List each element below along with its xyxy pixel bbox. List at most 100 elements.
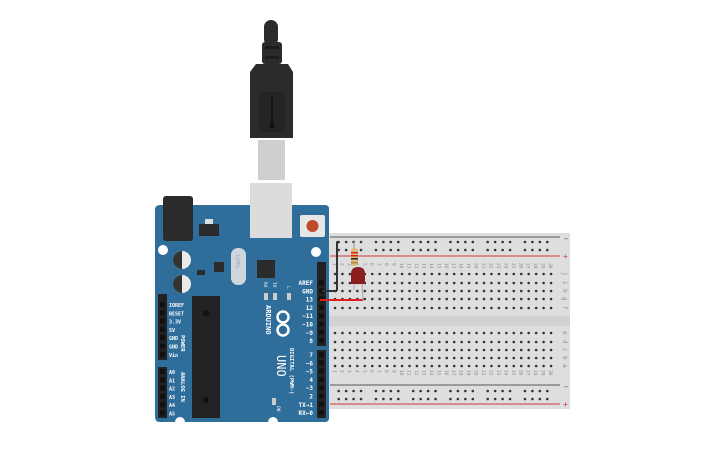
breadboard-hole[interactable] [356, 306, 359, 310]
breadboard-hole[interactable] [348, 348, 352, 352]
breadboard-hole[interactable] [467, 297, 471, 301]
breadboard-hole[interactable] [512, 340, 516, 344]
rail-hole[interactable] [464, 389, 467, 393]
rail-hole[interactable] [523, 240, 527, 244]
header-pin[interactable] [160, 377, 165, 383]
rail-hole[interactable] [471, 397, 475, 401]
rail-hole[interactable] [531, 389, 534, 393]
breadboard-hole[interactable] [475, 306, 478, 310]
breadboard-hole[interactable] [497, 331, 501, 335]
breadboard-hole[interactable] [527, 297, 530, 301]
breadboard-hole[interactable] [408, 297, 411, 301]
header-pin[interactable] [319, 321, 324, 327]
rail-hole[interactable] [471, 389, 475, 393]
rail-hole[interactable] [471, 248, 475, 252]
breadboard-hole[interactable] [542, 340, 545, 344]
rail-hole[interactable] [419, 389, 422, 393]
rail-hole[interactable] [374, 248, 378, 252]
breadboard-hole[interactable] [333, 364, 337, 368]
breadboard-hole[interactable] [452, 348, 456, 352]
breadboard-hole[interactable] [519, 297, 523, 301]
breadboard-hole[interactable] [505, 297, 508, 301]
breadboard-hole[interactable] [460, 306, 463, 310]
breadboard-hole[interactable] [378, 340, 382, 344]
breadboard-hole[interactable] [460, 289, 463, 293]
breadboard-hole[interactable] [393, 297, 396, 301]
breadboard-hole[interactable] [333, 306, 337, 310]
rail-hole[interactable] [359, 248, 363, 252]
breadboard-hole[interactable] [505, 340, 508, 344]
breadboard-hole[interactable] [512, 289, 516, 293]
breadboard-hole[interactable] [482, 289, 486, 293]
rail-hole[interactable] [523, 397, 527, 401]
breadboard-hole[interactable] [490, 364, 493, 368]
rail-hole[interactable] [389, 240, 393, 244]
breadboard-hole[interactable] [341, 364, 344, 368]
rail-hole[interactable] [337, 240, 341, 244]
breadboard-hole[interactable] [370, 331, 374, 335]
rail-hole[interactable] [434, 240, 437, 244]
breadboard-hole[interactable] [423, 340, 426, 344]
breadboard-hole[interactable] [408, 364, 411, 368]
rail-hole[interactable] [546, 240, 549, 244]
breadboard-hole[interactable] [378, 348, 382, 352]
breadboard-hole[interactable] [482, 272, 486, 276]
reset-button-cap[interactable] [306, 220, 319, 232]
breadboard-hole[interactable] [430, 356, 434, 360]
breadboard-hole[interactable] [385, 364, 389, 368]
breadboard-hole[interactable] [445, 289, 449, 293]
breadboard-hole[interactable] [452, 272, 456, 276]
breadboard-hole[interactable] [400, 356, 404, 360]
breadboard-hole[interactable] [452, 297, 456, 301]
breadboard-hole[interactable] [370, 356, 374, 360]
rail-hole[interactable] [456, 248, 460, 252]
breadboard-hole[interactable] [534, 289, 538, 293]
breadboard-hole[interactable] [445, 356, 449, 360]
breadboard-hole[interactable] [393, 306, 396, 310]
header-pin[interactable] [160, 343, 165, 349]
breadboard-hole[interactable] [542, 297, 545, 301]
breadboard-hole[interactable] [370, 348, 374, 352]
breadboard-hole[interactable] [452, 356, 456, 360]
rail-hole[interactable] [493, 397, 497, 401]
breadboard-hole[interactable] [482, 340, 486, 344]
breadboard-hole[interactable] [430, 281, 434, 285]
rail-hole[interactable] [486, 389, 490, 393]
rail-hole[interactable] [419, 248, 422, 252]
breadboard-hole[interactable] [400, 340, 404, 344]
breadboard-hole[interactable] [475, 289, 478, 293]
rail-hole[interactable] [382, 397, 385, 401]
header-pin[interactable] [319, 338, 324, 344]
breadboard[interactable]: − + − + jihgfedcba1122334455667788991010… [318, 233, 570, 409]
breadboard-hole[interactable] [527, 356, 530, 360]
breadboard-hole[interactable] [393, 272, 396, 276]
breadboard-hole[interactable] [542, 331, 545, 335]
breadboard-hole[interactable] [549, 281, 553, 285]
breadboard-hole[interactable] [445, 340, 449, 344]
header-pin[interactable] [319, 393, 324, 399]
breadboard-hole[interactable] [549, 331, 553, 335]
rail-hole[interactable] [344, 389, 348, 393]
breadboard-hole[interactable] [341, 340, 344, 344]
rail-hole[interactable] [449, 240, 452, 244]
breadboard-hole[interactable] [370, 340, 374, 344]
rail-hole[interactable] [426, 389, 430, 393]
breadboard-hole[interactable] [452, 281, 456, 285]
breadboard-hole[interactable] [385, 348, 389, 352]
breadboard-hole[interactable] [378, 289, 382, 293]
breadboard-hole[interactable] [348, 281, 352, 285]
breadboard-hole[interactable] [512, 272, 516, 276]
rail-hole[interactable] [382, 389, 385, 393]
breadboard-hole[interactable] [460, 331, 463, 335]
breadboard-hole[interactable] [385, 297, 389, 301]
digital-header-top[interactable] [317, 262, 326, 346]
breadboard-hole[interactable] [393, 364, 396, 368]
breadboard-hole[interactable] [385, 306, 389, 310]
breadboard-hole[interactable] [393, 281, 396, 285]
breadboard-hole[interactable] [363, 289, 367, 293]
breadboard-hole[interactable] [452, 289, 456, 293]
breadboard-hole[interactable] [549, 306, 553, 310]
breadboard-hole[interactable] [423, 331, 426, 335]
breadboard-hole[interactable] [490, 306, 493, 310]
